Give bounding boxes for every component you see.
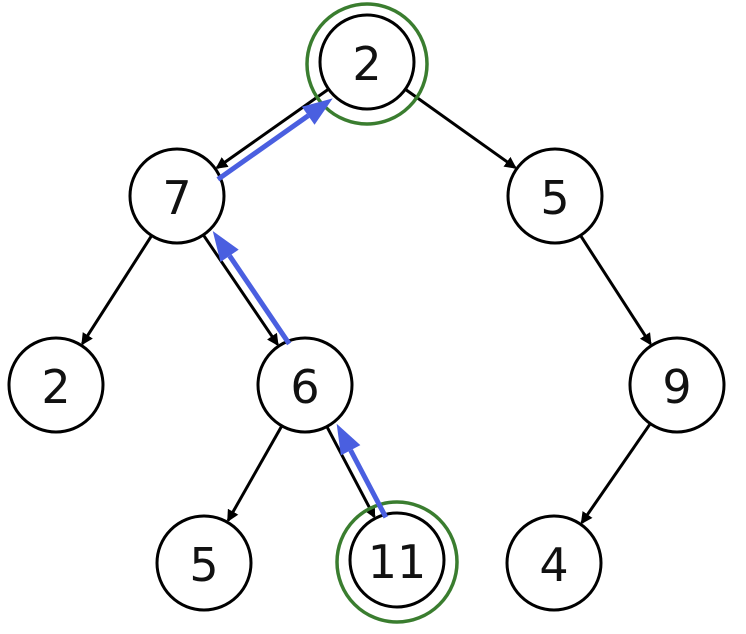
node-circle (505, 514, 603, 612)
path-arrow-head (212, 230, 239, 262)
edge-root-n7 (215, 87, 330, 169)
nodes-layer: 2 7 5 2 6 9 5 11 4 (7, 2, 726, 624)
tree-node-n6: 6 (256, 336, 354, 434)
node-circle (155, 514, 253, 612)
path-arrow-shaft (216, 113, 310, 182)
tree-node-n4: 4 (505, 514, 603, 612)
node-circle (628, 336, 726, 434)
edge-root-n5r (404, 88, 517, 169)
edge-n7-n2 (81, 234, 153, 346)
node-circle (7, 336, 105, 434)
path-arrow-shaft (348, 449, 389, 519)
edges-layer (81, 87, 652, 525)
tree-node-root: 2 (305, 2, 429, 126)
node-label: 2 (352, 37, 381, 91)
edge-n6-n5 (226, 425, 284, 523)
path-arrow-shaft (227, 254, 292, 346)
tree-node-n11: 11 (335, 500, 459, 624)
node-label: 9 (662, 360, 691, 414)
node-circle (348, 511, 446, 609)
path-arrow-n11-to-n6 (336, 423, 389, 519)
tree-node-n2: 2 (7, 336, 105, 434)
node-circle (318, 13, 416, 111)
tree-node-n5: 5 (155, 514, 253, 612)
edge-n6-n11 (325, 425, 376, 519)
node-circle (506, 147, 604, 245)
node-label: 7 (162, 171, 191, 225)
tree-node-n7: 7 (128, 147, 226, 245)
node-label: 6 (290, 360, 319, 414)
tree-node-n5r: 5 (506, 147, 604, 245)
path-arrow-n6-to-n7 (212, 230, 292, 346)
highlight-ring (305, 2, 429, 126)
path-arrow-n7-to-root (216, 98, 333, 182)
node-circle (128, 147, 226, 245)
path-arrow-head (301, 98, 333, 125)
node-label: 11 (368, 535, 427, 589)
path-arrows-layer (212, 98, 389, 519)
node-label: 2 (41, 360, 70, 414)
edge-n5r-n9 (579, 234, 652, 346)
highlight-ring (335, 500, 459, 624)
tree-node-n9: 9 (628, 336, 726, 434)
edge-n9-n4 (580, 422, 652, 525)
node-circle (256, 336, 354, 434)
path-arrow-head (336, 423, 361, 456)
node-label: 5 (189, 538, 218, 592)
node-label: 5 (540, 171, 569, 225)
edge-n7-n6 (202, 234, 279, 347)
node-label: 4 (539, 538, 568, 592)
